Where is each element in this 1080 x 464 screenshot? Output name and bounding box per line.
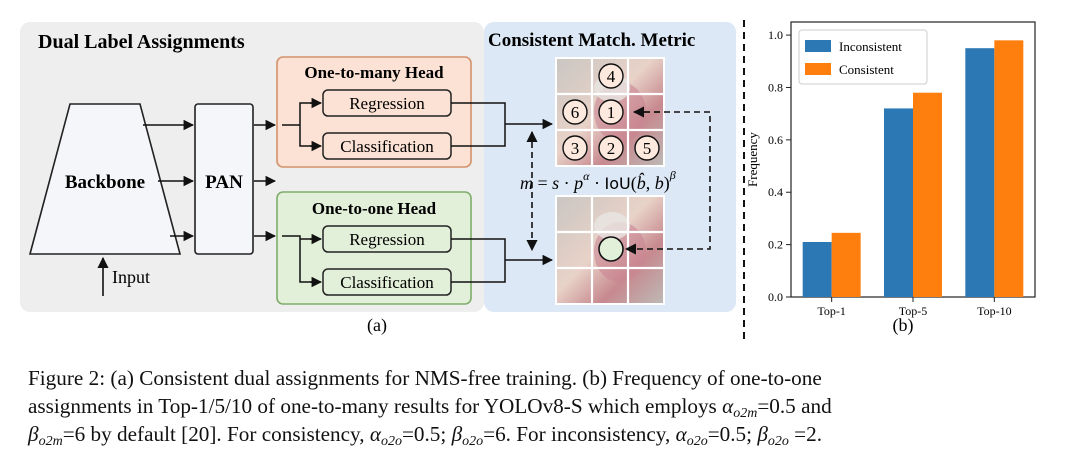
backbone-label: Backbone	[65, 172, 145, 193]
y-tick-label: 0.6	[768, 133, 783, 147]
o2o-selected-marker	[598, 236, 624, 262]
input-label: Input	[112, 267, 150, 287]
dashed-link-right	[624, 111, 711, 255]
o2o-regression-label: Regression	[349, 230, 425, 249]
svg-text:4: 4	[607, 67, 616, 86]
y-tick-label: 0.8	[768, 80, 783, 94]
svg-text:6: 6	[571, 103, 580, 122]
bar-consistent-top-1	[831, 232, 861, 297]
y-tick-label: 1.0	[768, 28, 783, 42]
metric-title: Consistent Match. Metric	[488, 30, 695, 51]
grid-marker-2: 2	[598, 135, 624, 161]
svg-text:5: 5	[643, 139, 652, 158]
bar-consistent-top-5	[913, 92, 942, 297]
caption-line-1: Figure 2: (a) Consistent dual assignment…	[28, 366, 822, 390]
grid-marker-3: 3	[562, 135, 588, 161]
x-tick-label: Top-1	[817, 304, 846, 318]
o2m-merge-lines	[451, 102, 506, 147]
matching-metric-formula: m = s · pα · IoU(b̂, b)β	[520, 168, 676, 194]
backbone-block	[28, 103, 182, 255]
svg-text:m = s · pα · IoU(b̂, b)β: m = s · pα · IoU(b̂, b)β	[520, 168, 676, 194]
grid-marker-1: 1	[598, 99, 624, 125]
x-tick-label: Top-10	[977, 304, 1012, 318]
bar-consistent-top-10	[994, 40, 1024, 297]
bar-inconsistent-top-1	[802, 242, 832, 297]
caption-line-2: assignments in Top-1/5/10 of one-to-many…	[28, 394, 832, 421]
grid-marker-5: 5	[634, 135, 660, 161]
bar-inconsistent-top-10	[965, 48, 995, 297]
figure-caption: Figure 2: (a) Consistent dual assignment…	[28, 364, 1058, 449]
o2m-regression-label: Regression	[349, 94, 425, 113]
pan-block	[194, 103, 254, 255]
bar-inconsistent-top-5	[884, 108, 913, 297]
legend-swatch-inconsistent	[805, 40, 831, 52]
svg-text:2: 2	[607, 139, 616, 158]
grid-marker-6: 6	[562, 99, 588, 125]
pan-label: PAN	[205, 172, 243, 193]
caption-line-3: βo2m=6 by default [20]. For consistency,…	[28, 422, 823, 449]
legend-label-consistent: Consistent	[839, 62, 894, 77]
svg-text:3: 3	[571, 139, 580, 158]
panel-b-label: (b)	[893, 315, 914, 336]
y-axis-label: Frequency	[745, 132, 760, 187]
o2m-classification-label: Classification	[340, 137, 434, 156]
o2o-classification-label: Classification	[340, 273, 434, 292]
x-tick-label: Top-5	[899, 304, 928, 318]
y-tick-label: 0.0	[768, 290, 783, 304]
dual-assign-title: Dual Label Assignments	[38, 31, 245, 53]
o2o-head-title: One-to-one Head	[312, 199, 437, 218]
legend-swatch-consistent	[805, 63, 831, 75]
y-tick-label: 0.4	[768, 185, 783, 199]
o2m-head-title: One-to-many Head	[304, 63, 444, 82]
legend-label-inconsistent: Inconsistent	[839, 39, 902, 54]
svg-text:1: 1	[607, 103, 616, 122]
figure-2: Dual Label Assignments Consistent Match.…	[20, 20, 1036, 340]
o2o-merge-lines	[451, 238, 506, 283]
y-tick-label: 0.2	[768, 238, 783, 252]
grid-marker-4: 4	[598, 63, 624, 89]
panel-a-label: (a)	[367, 315, 387, 336]
